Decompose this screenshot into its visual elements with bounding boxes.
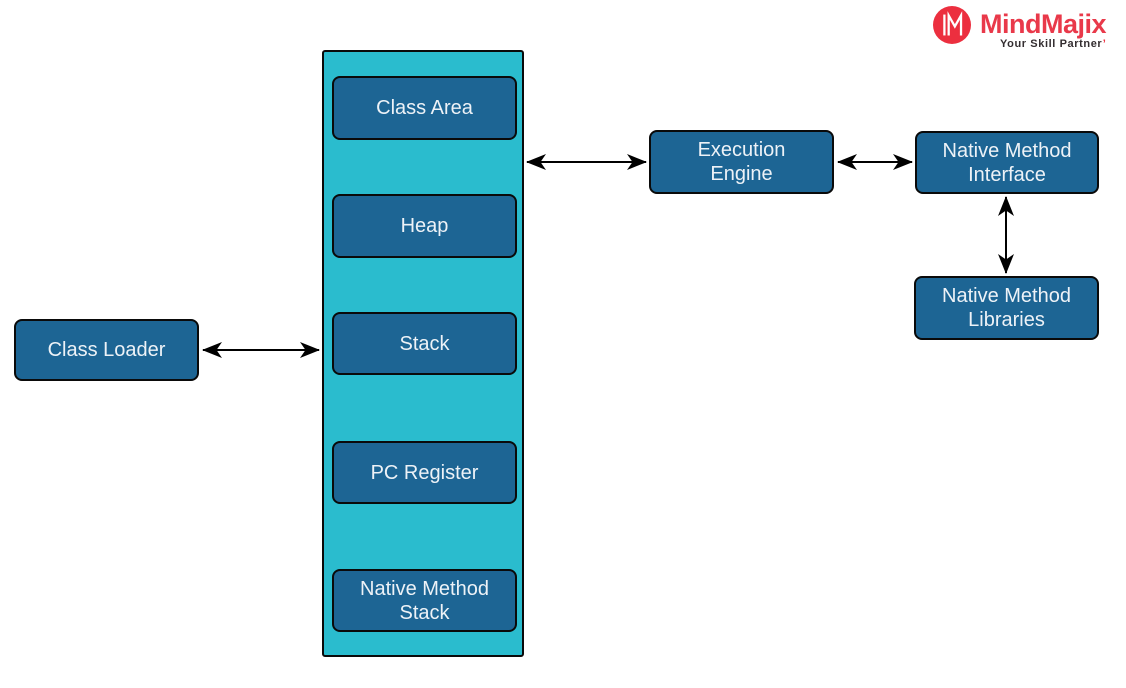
box-class-area: Class Area xyxy=(332,76,517,140)
box-stack: Stack xyxy=(332,312,517,375)
box-native-method-stack: Native Method Stack xyxy=(332,569,517,632)
mindmajix-monogram-icon xyxy=(933,6,971,44)
node-execution-engine-label: Execution Engine xyxy=(697,139,786,185)
node-class-loader: Class Loader xyxy=(14,319,199,381)
mindmajix-brand-name: MindMajix xyxy=(980,9,1107,39)
node-execution-engine: Execution Engine xyxy=(649,130,834,194)
box-pc-register-label: PC Register xyxy=(370,461,479,484)
box-class-area-label: Class Area xyxy=(376,97,473,119)
node-class-loader-label: Class Loader xyxy=(47,339,166,361)
node-native-method-interface: Native Method Interface xyxy=(915,131,1099,194)
box-native-method-stack-label: Native Method Stack xyxy=(360,577,489,624)
node-native-method-libraries: Native Method Libraries xyxy=(914,276,1099,340)
box-pc-register: PC Register xyxy=(332,441,517,504)
mindmajix-tagline-text: Your Skill Partner xyxy=(1000,38,1103,50)
node-native-method-libraries-label: Native Method Libraries xyxy=(942,285,1071,331)
box-stack-label: Stack xyxy=(399,332,450,355)
mindmajix-logo: MindMajix Your Skill Partner’ xyxy=(933,6,1107,50)
node-native-method-interface-label: Native Method Interface xyxy=(942,139,1072,186)
box-heap: Heap xyxy=(332,194,517,258)
box-heap-label: Heap xyxy=(400,215,449,237)
mindmajix-logo-text: MindMajix Your Skill Partner’ xyxy=(980,6,1107,50)
mindmajix-tagline-mark: ’ xyxy=(1102,38,1107,50)
mindmajix-tagline: Your Skill Partner’ xyxy=(1000,39,1106,50)
